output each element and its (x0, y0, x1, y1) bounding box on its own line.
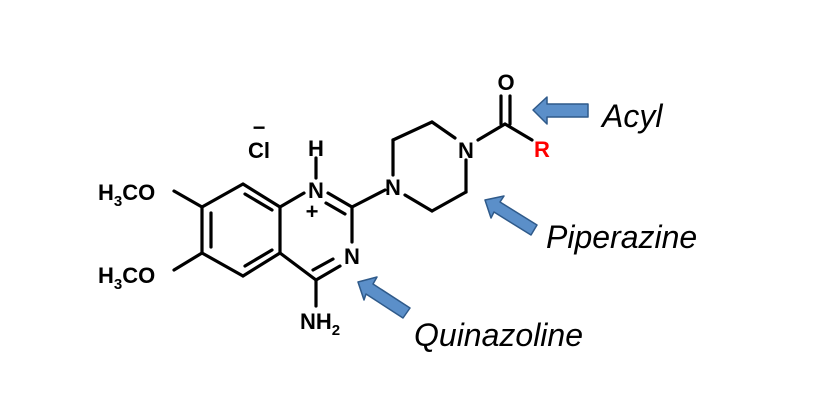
methoxy-bottom: H3CO (98, 263, 155, 293)
label-quinazoline: Quinazoline (414, 317, 583, 353)
annotation-arrows (357, 96, 589, 319)
label-acyl: Acyl (600, 98, 663, 134)
label-piperazine: Piperazine (546, 219, 697, 255)
benzene-ring-bonds (200, 182, 282, 278)
pyrimidine-ring-bonds (278, 156, 354, 282)
bond-pip-top-left (391, 120, 434, 142)
bond-n-carbonyl (476, 122, 507, 142)
block-arrow-icon-acyl (532, 96, 589, 125)
bond-c6-c7 (200, 251, 245, 278)
hydrogen-atom: H (308, 136, 324, 161)
atom-labels: − Cl H N + N H3CO H3CO NH2 N N O R (98, 70, 550, 339)
chloride-atom: Cl (248, 138, 270, 163)
methoxy-top: H3CO (98, 180, 155, 210)
bond-pip-bottom-right (430, 190, 468, 213)
piperazine-ring-bonds (391, 120, 468, 213)
nitrogen-piperazine-left: N (385, 175, 401, 200)
block-arrow-icon-quinazoline (357, 276, 411, 319)
block-arrow-icon-piperazine (484, 195, 538, 236)
bond-c8a-c4a (241, 182, 282, 209)
oxygen-atom: O (497, 70, 514, 95)
acyl-bonds (476, 94, 534, 142)
bond-pip-top-right (430, 120, 457, 140)
positive-charge: + (306, 199, 319, 224)
substituent-bonds (172, 188, 387, 308)
bond-c5-c6 (241, 251, 282, 278)
bond-c8-c8a (200, 182, 245, 209)
bond-n1-c2 (326, 191, 354, 209)
group-labels: Acyl Piperazine Quinazoline (414, 98, 697, 353)
bond-methoxy-bottom (172, 251, 204, 272)
chloride-charge: − (253, 115, 266, 140)
bond-c8a-n1 (278, 191, 306, 209)
bond-n3-c4 (314, 264, 342, 282)
bond-n3-c4-double (311, 257, 335, 272)
nitrogen-n1: N (308, 178, 324, 203)
bond-c4-c4a (278, 251, 318, 282)
bond-pip-bottom-left (403, 193, 434, 213)
nitrogen-piperazine-right: N (458, 138, 474, 163)
bond-c2-piperazine (350, 188, 387, 209)
amine-group: NH2 (300, 309, 340, 339)
bond-inner-bottom (243, 248, 274, 268)
bond-carbonyl-r (503, 122, 534, 142)
bond-inner-top (243, 192, 274, 212)
bond-n1-c2-double (324, 201, 347, 216)
r-group: R (534, 137, 550, 162)
nitrogen-n3: N (344, 244, 360, 269)
bond-methoxy-top (172, 189, 204, 209)
